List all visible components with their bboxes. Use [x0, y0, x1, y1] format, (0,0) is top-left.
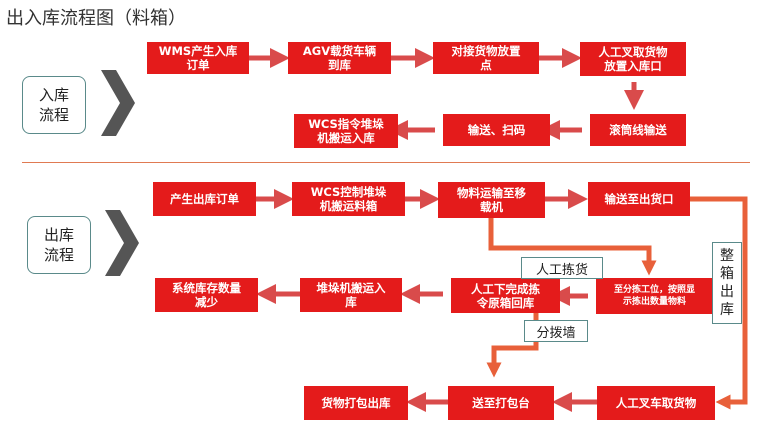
inbound-step-forklift-entry: 人工叉取货物 放置入库口: [580, 42, 686, 76]
outbound-step-to-transfer: 物料运输至移 载机: [438, 182, 545, 218]
inbound-step-wcs-stacker-in: WCS指令堆垛 机搬运入库: [294, 114, 398, 148]
outbound-step-stacker-return: 堆垛机搬运入 库: [300, 278, 402, 312]
inbound-step-agv-arrive: AGV载货车辆 到库: [288, 42, 391, 74]
page-title: 出入库流程图（料箱）: [6, 8, 186, 29]
callout-sorting-wall: 分拨墙: [524, 320, 588, 342]
outbound-step-return-box: 人工下完成拣 令原箱回库: [451, 278, 560, 313]
outbound-step-sorting-station: 至分拣工位，按照显 示拣出数量物料: [596, 278, 713, 314]
section-divider: [22, 162, 750, 163]
outbound-step-inventory-decrease: 系统库存数量 减少: [155, 278, 258, 312]
outbound-step-to-packing: 送至打包台: [448, 386, 554, 420]
outbound-chevron-icon: [105, 210, 139, 276]
inbound-step-convey-scan: 输送、扫码: [443, 114, 550, 146]
inbound-step-roller-conveyor: 滚筒线输送: [590, 114, 686, 146]
callout-whole-box-outbound: 整 箱 出 库: [712, 242, 742, 324]
outbound-step-pack-ship: 货物打包出库: [304, 386, 408, 420]
inbound-step-wms-order: WMS产生入库 订单: [147, 42, 249, 74]
outbound-step-wcs-stacker: WCS控制堆垛 机搬运料箱: [292, 182, 405, 216]
inbound-step-dock-point: 对接货物放置 点: [433, 42, 539, 74]
outbound-step-to-outlet: 输送至出货口: [588, 182, 690, 216]
outbound-step-forklift-pick: 人工叉车取货物: [597, 386, 715, 420]
outbound-step-create-order: 产生出库订单: [153, 182, 256, 216]
inbound-label: 入库 流程: [22, 76, 86, 134]
inbound-chevron-icon: [101, 70, 135, 136]
outbound-label: 出库 流程: [27, 216, 91, 274]
callout-manual-picking: 人工拣货: [521, 257, 603, 279]
